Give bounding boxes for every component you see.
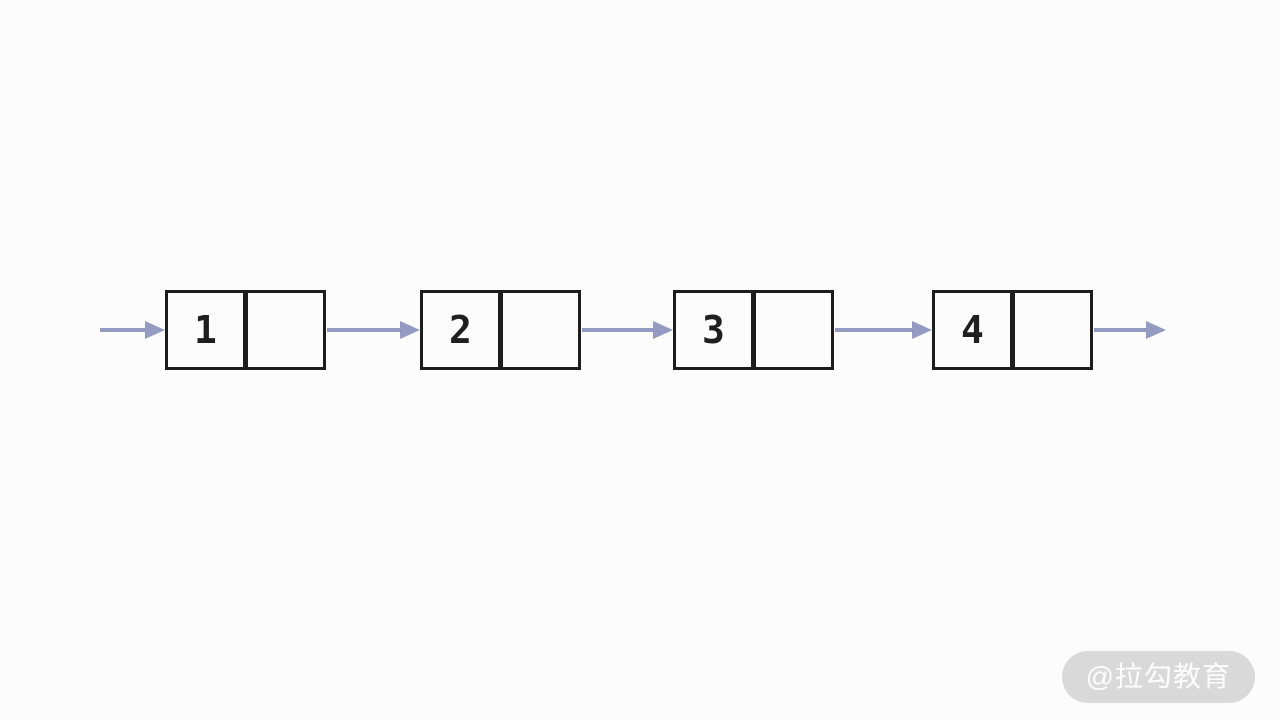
next-pointer-arrow-1 — [327, 321, 420, 339]
list-node-1: 1 — [165, 290, 327, 370]
arrow-shaft — [100, 328, 145, 332]
watermark-badge: @拉勾教育 — [1061, 651, 1255, 703]
node-value-cell: 4 — [932, 290, 1013, 370]
watermark-text: @拉勾教育 — [1085, 661, 1231, 692]
head-pointer-arrow — [100, 321, 165, 339]
list-node-2: 2 — [420, 290, 582, 370]
arrow-shaft — [835, 328, 912, 332]
node-value: 1 — [194, 308, 217, 352]
arrow-head-icon — [912, 321, 932, 339]
node-value-cell: 1 — [165, 290, 246, 370]
arrow-shaft — [582, 328, 653, 332]
node-pointer-cell — [753, 290, 834, 370]
next-pointer-arrow-2 — [582, 321, 673, 339]
arrow-head-icon — [145, 321, 165, 339]
arrow-head-icon — [653, 321, 673, 339]
tail-pointer-arrow — [1094, 321, 1166, 339]
node-pointer-cell — [500, 290, 581, 370]
node-value: 4 — [961, 308, 984, 352]
node-value-cell: 3 — [673, 290, 754, 370]
list-node-3: 3 — [673, 290, 835, 370]
arrow-shaft — [1094, 328, 1146, 332]
next-pointer-arrow-3 — [835, 321, 932, 339]
node-value-cell: 2 — [420, 290, 501, 370]
node-pointer-cell — [245, 290, 326, 370]
node-pointer-cell — [1012, 290, 1093, 370]
arrow-head-icon — [400, 321, 420, 339]
node-value: 3 — [702, 308, 725, 352]
arrow-shaft — [327, 328, 400, 332]
arrow-head-icon — [1146, 321, 1166, 339]
node-value: 2 — [449, 308, 472, 352]
list-node-4: 4 — [932, 290, 1094, 370]
